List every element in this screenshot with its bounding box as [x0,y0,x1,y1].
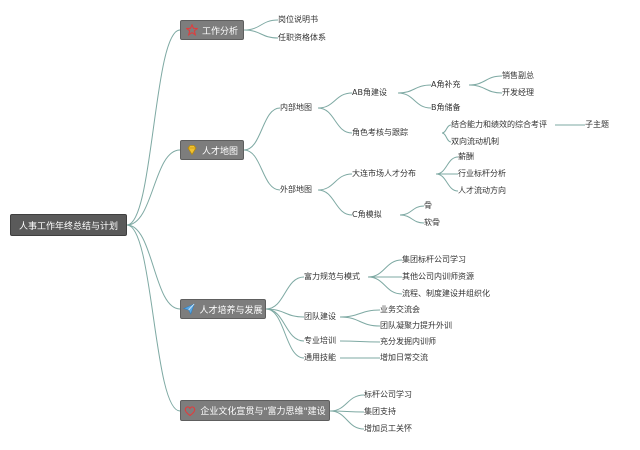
topic-node[interactable]: C角模拟 [352,210,382,219]
connector-line [367,276,403,295]
leaf-node[interactable]: B角储备 [431,103,461,112]
leaf-node[interactable]: 任职资格体系 [278,33,326,42]
connector-line [243,19,279,31]
connector-line [399,214,425,224]
connector-line [126,224,181,310]
leaf-node[interactable]: 增加日常交流 [380,353,428,362]
leaf-node[interactable]: 子主题 [585,120,609,129]
root-label: 人事工作年终总结与计划 [18,221,118,232]
topic-node[interactable]: 大连市场人才分布 [352,169,416,178]
connector-line [243,29,279,39]
connector-line [435,156,459,175]
connector-line [329,394,365,412]
leaf-node[interactable]: 开发经理 [502,88,534,97]
leaf-node[interactable]: 销售副总 [502,71,534,80]
leaf-node[interactable]: 业务交流会 [380,305,420,314]
leaf-node[interactable]: 软骨 [424,218,440,227]
connector-line [265,276,305,310]
leaf-node[interactable]: 标杆公司学习 [364,390,412,399]
topic-node[interactable]: 内部地图 [280,103,312,112]
leaf-node[interactable]: 流程、制度建设并组织化 [402,289,490,298]
connector-line [397,92,432,109]
connector-line [399,205,425,216]
leaf-node[interactable]: 岗位说明书 [278,15,318,24]
star-icon [185,23,199,37]
connector-line [126,224,181,412]
branch-node-talent-map[interactable]: 人才地图 [180,140,244,160]
connector-line [265,308,305,342]
connector-line [317,173,353,191]
paper-plane-icon [183,303,196,315]
leaf-node[interactable]: 集团支持 [364,407,396,416]
connector-line [243,107,281,151]
connector-line [468,75,503,86]
connector-line [339,309,381,318]
topic-node[interactable]: 团队建设 [304,312,336,321]
connector-line [317,92,353,109]
branch-node-job-analysis[interactable]: 工作分析 [180,20,244,40]
topic-node[interactable]: 富力规范与模式 [304,272,360,281]
leaf-node[interactable]: 集团标杆公司学习 [402,255,466,264]
connector-line [329,410,365,430]
connector-line [339,340,381,343]
connector-line [441,132,452,143]
branch-node-culture[interactable]: 企业文化宣贯与"富力思维"建设 [180,400,330,421]
connector-line [265,308,305,359]
leaf-node[interactable]: 双向流动机制 [451,137,499,146]
connector-line [339,316,381,327]
leaf-node[interactable]: 薪酬 [458,152,474,161]
leaf-node[interactable]: 行业标杆分析 [458,169,506,178]
connector-line [397,84,432,94]
topic-node[interactable]: 角色考核与跟踪 [352,128,408,137]
connector-line [367,259,403,278]
topic-node[interactable]: A角补充 [431,80,461,89]
connector-line [126,149,181,226]
connector-line [435,173,459,192]
connector-line [126,29,181,226]
topic-node[interactable]: AB角建设 [352,88,387,97]
branch-label: 工作分析 [201,26,238,37]
branch-label: 人才培养与发展 [199,305,263,316]
leaf-node[interactable]: 骨 [424,201,432,210]
branch-label: 企业文化宣贯与"富力思维"建设 [200,407,326,417]
connector-line [441,124,452,134]
leaf-node[interactable]: 团队凝聚力提升外训 [380,321,452,330]
topic-node[interactable]: 专业培训 [304,336,336,345]
topic-node[interactable]: 外部地图 [280,185,312,194]
diamond-icon [186,144,198,156]
connector-line [468,84,503,94]
topic-node[interactable]: 通用技能 [304,353,336,362]
root-node[interactable]: 人事工作年终总结与计划 [10,214,127,236]
leaf-node[interactable]: 充分发掘内训师 [380,337,436,346]
connector-line [317,189,353,216]
heart-icon [184,405,196,417]
leaf-node[interactable]: 人才流动方向 [458,186,506,195]
leaf-node[interactable]: 增加员工关怀 [364,424,412,433]
branch-label: 人才地图 [201,146,238,157]
topic-node[interactable]: 结合能力和绩效的综合考评 [451,120,547,129]
connector-line [317,107,353,134]
leaf-node[interactable]: 其他公司内训师资源 [402,272,474,281]
branch-node-talent-development[interactable]: 人才培养与发展 [180,299,266,319]
connector-line [243,149,281,191]
